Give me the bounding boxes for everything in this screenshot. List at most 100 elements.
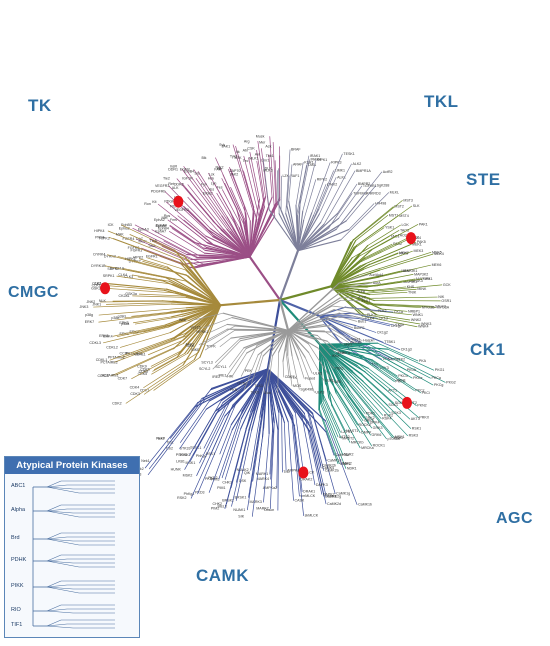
kinase-label: Bub1 [358, 319, 366, 323]
kinase-label: JNK2 [86, 300, 95, 304]
kinase-label: ROCK2 [358, 423, 370, 427]
kinase-label: JAK1 [222, 144, 231, 148]
kinase-label: NLK [99, 299, 107, 303]
kinase-label: Nek1 [141, 459, 149, 463]
kinase-label: Nek9 [156, 436, 164, 440]
kinase-label: DLK [265, 167, 273, 171]
leaf-branch [138, 277, 163, 281]
highlight-marker [402, 397, 412, 409]
kinase-label: PLK2 [378, 309, 387, 313]
kinase-label: PKD2 [208, 476, 217, 480]
kinase-label: VEGFR3 [155, 184, 169, 188]
kinase-label: GRK6 [372, 433, 382, 437]
kinase-label: TAO2 [398, 233, 407, 237]
leaf-branch [278, 412, 279, 510]
kinase-label: PDK1 [366, 411, 375, 415]
kinase-label: Lmr1 [261, 159, 269, 163]
kinase-label: NEK [334, 380, 342, 384]
branch-tk [250, 257, 280, 300]
kinase-label: ERK4 [103, 335, 112, 339]
group-label-agc: AGC [496, 510, 533, 528]
kinase-label: HRI [227, 374, 233, 378]
kinase-label: MRCKb [351, 440, 364, 444]
kinase-label: ALK [172, 186, 179, 190]
kinase-label: Kit [152, 200, 156, 204]
kinase-label: DDR2 [174, 183, 184, 187]
leaf-branch [133, 296, 187, 297]
kinase-label: PKG2 [446, 380, 456, 384]
leaf-branch [282, 416, 283, 472]
atypical-leaf [47, 511, 79, 517]
kinase-label: BTK [235, 156, 243, 160]
kinase-label: LKB1 [176, 459, 185, 463]
kinase-label: WNK1 [413, 313, 423, 317]
kinase-label: MPSK1 [196, 330, 208, 334]
leaf-branch [380, 254, 433, 270]
kinase-label: PKN2 [417, 404, 426, 408]
kinase-label: TLK2 [250, 390, 259, 394]
kinase-label: HH498 [375, 202, 386, 206]
kinase-label: Musk [256, 134, 265, 138]
kinase-label: CK1a [394, 310, 403, 314]
kinase-label: PKA [419, 359, 427, 363]
atypical-kinases-tree [5, 475, 138, 637]
kinase-label: ARAF [293, 163, 303, 167]
kinase-label: TLK1 [254, 384, 263, 388]
kinase-label: JAK2 [230, 172, 239, 176]
kinase-label: FGFR2 [128, 246, 140, 250]
kinase-label: DAPK2 [323, 492, 335, 496]
kinase-label: MAP3K2 [414, 272, 428, 276]
kinase-label: PIM2 [211, 507, 219, 511]
leaf-branch [314, 184, 326, 215]
leaf-branch [236, 430, 251, 500]
kinase-label: InsR [170, 164, 178, 168]
kinase-label: RIPK1 [317, 158, 327, 162]
kinase-label: JNK3 [80, 305, 89, 309]
kinase-label: AKT3 [411, 417, 420, 421]
kinase-label: SgK496 [300, 387, 313, 391]
kinase-label: TTBK1 [384, 340, 395, 344]
kinase-label: MARK3 [250, 500, 262, 504]
kinase-label: SIK [238, 514, 244, 518]
kinase-label: Lck [209, 172, 215, 176]
leaf-branch [264, 433, 270, 502]
leaf-branch [105, 288, 180, 293]
atypical-leaf [47, 561, 79, 567]
kinase-label: TBK1 [335, 366, 344, 370]
kinase-label: CaMK1d [327, 459, 341, 463]
highlight-marker [406, 232, 416, 244]
group-label-ste: STE [466, 170, 501, 190]
kinase-label: Fyn [201, 182, 207, 186]
kinase-label: WNK4 [418, 325, 428, 329]
kinase-label: CK1d [379, 316, 388, 320]
kinase-label: Haspin [363, 339, 374, 343]
leaf-branch [220, 425, 232, 454]
kinase-label: SLK [413, 204, 420, 208]
kinase-label: PKG1 [435, 368, 445, 372]
kinase-label: MRCKa [361, 446, 374, 450]
leaf-branch [312, 163, 330, 213]
leaf-branch [288, 422, 293, 501]
kinase-label: RSK1 [412, 426, 421, 430]
kinase-label: PKCg [434, 383, 443, 387]
kinase-label: ULK2 [313, 371, 322, 375]
kinase-label: PKCa [431, 376, 440, 380]
kinase-label: TESK1 [343, 152, 354, 156]
kinase-label: LATS2 [339, 435, 350, 439]
leaf-branch [145, 403, 197, 468]
kinase-label: MLKL [390, 191, 399, 195]
group-label-tkl: TKL [424, 92, 459, 112]
kinase-label: CDKL3 [89, 341, 101, 345]
highlight-marker [173, 196, 183, 208]
kinase-label: MARK2 [256, 507, 268, 511]
kinase-label: ErbB4 [184, 170, 194, 174]
kinase-label: HPK1 [423, 277, 432, 281]
kinase-label: PLK4 [365, 317, 374, 321]
kinase-label: p38a [121, 322, 129, 326]
kinase-label: PSKH1 [176, 453, 188, 457]
kinase-label: CDK8 [139, 369, 149, 373]
kinase-label: RAF1 [290, 174, 299, 178]
kinase-label: RSK3 [409, 434, 418, 438]
kinase-label: DYRK4 [93, 253, 105, 257]
